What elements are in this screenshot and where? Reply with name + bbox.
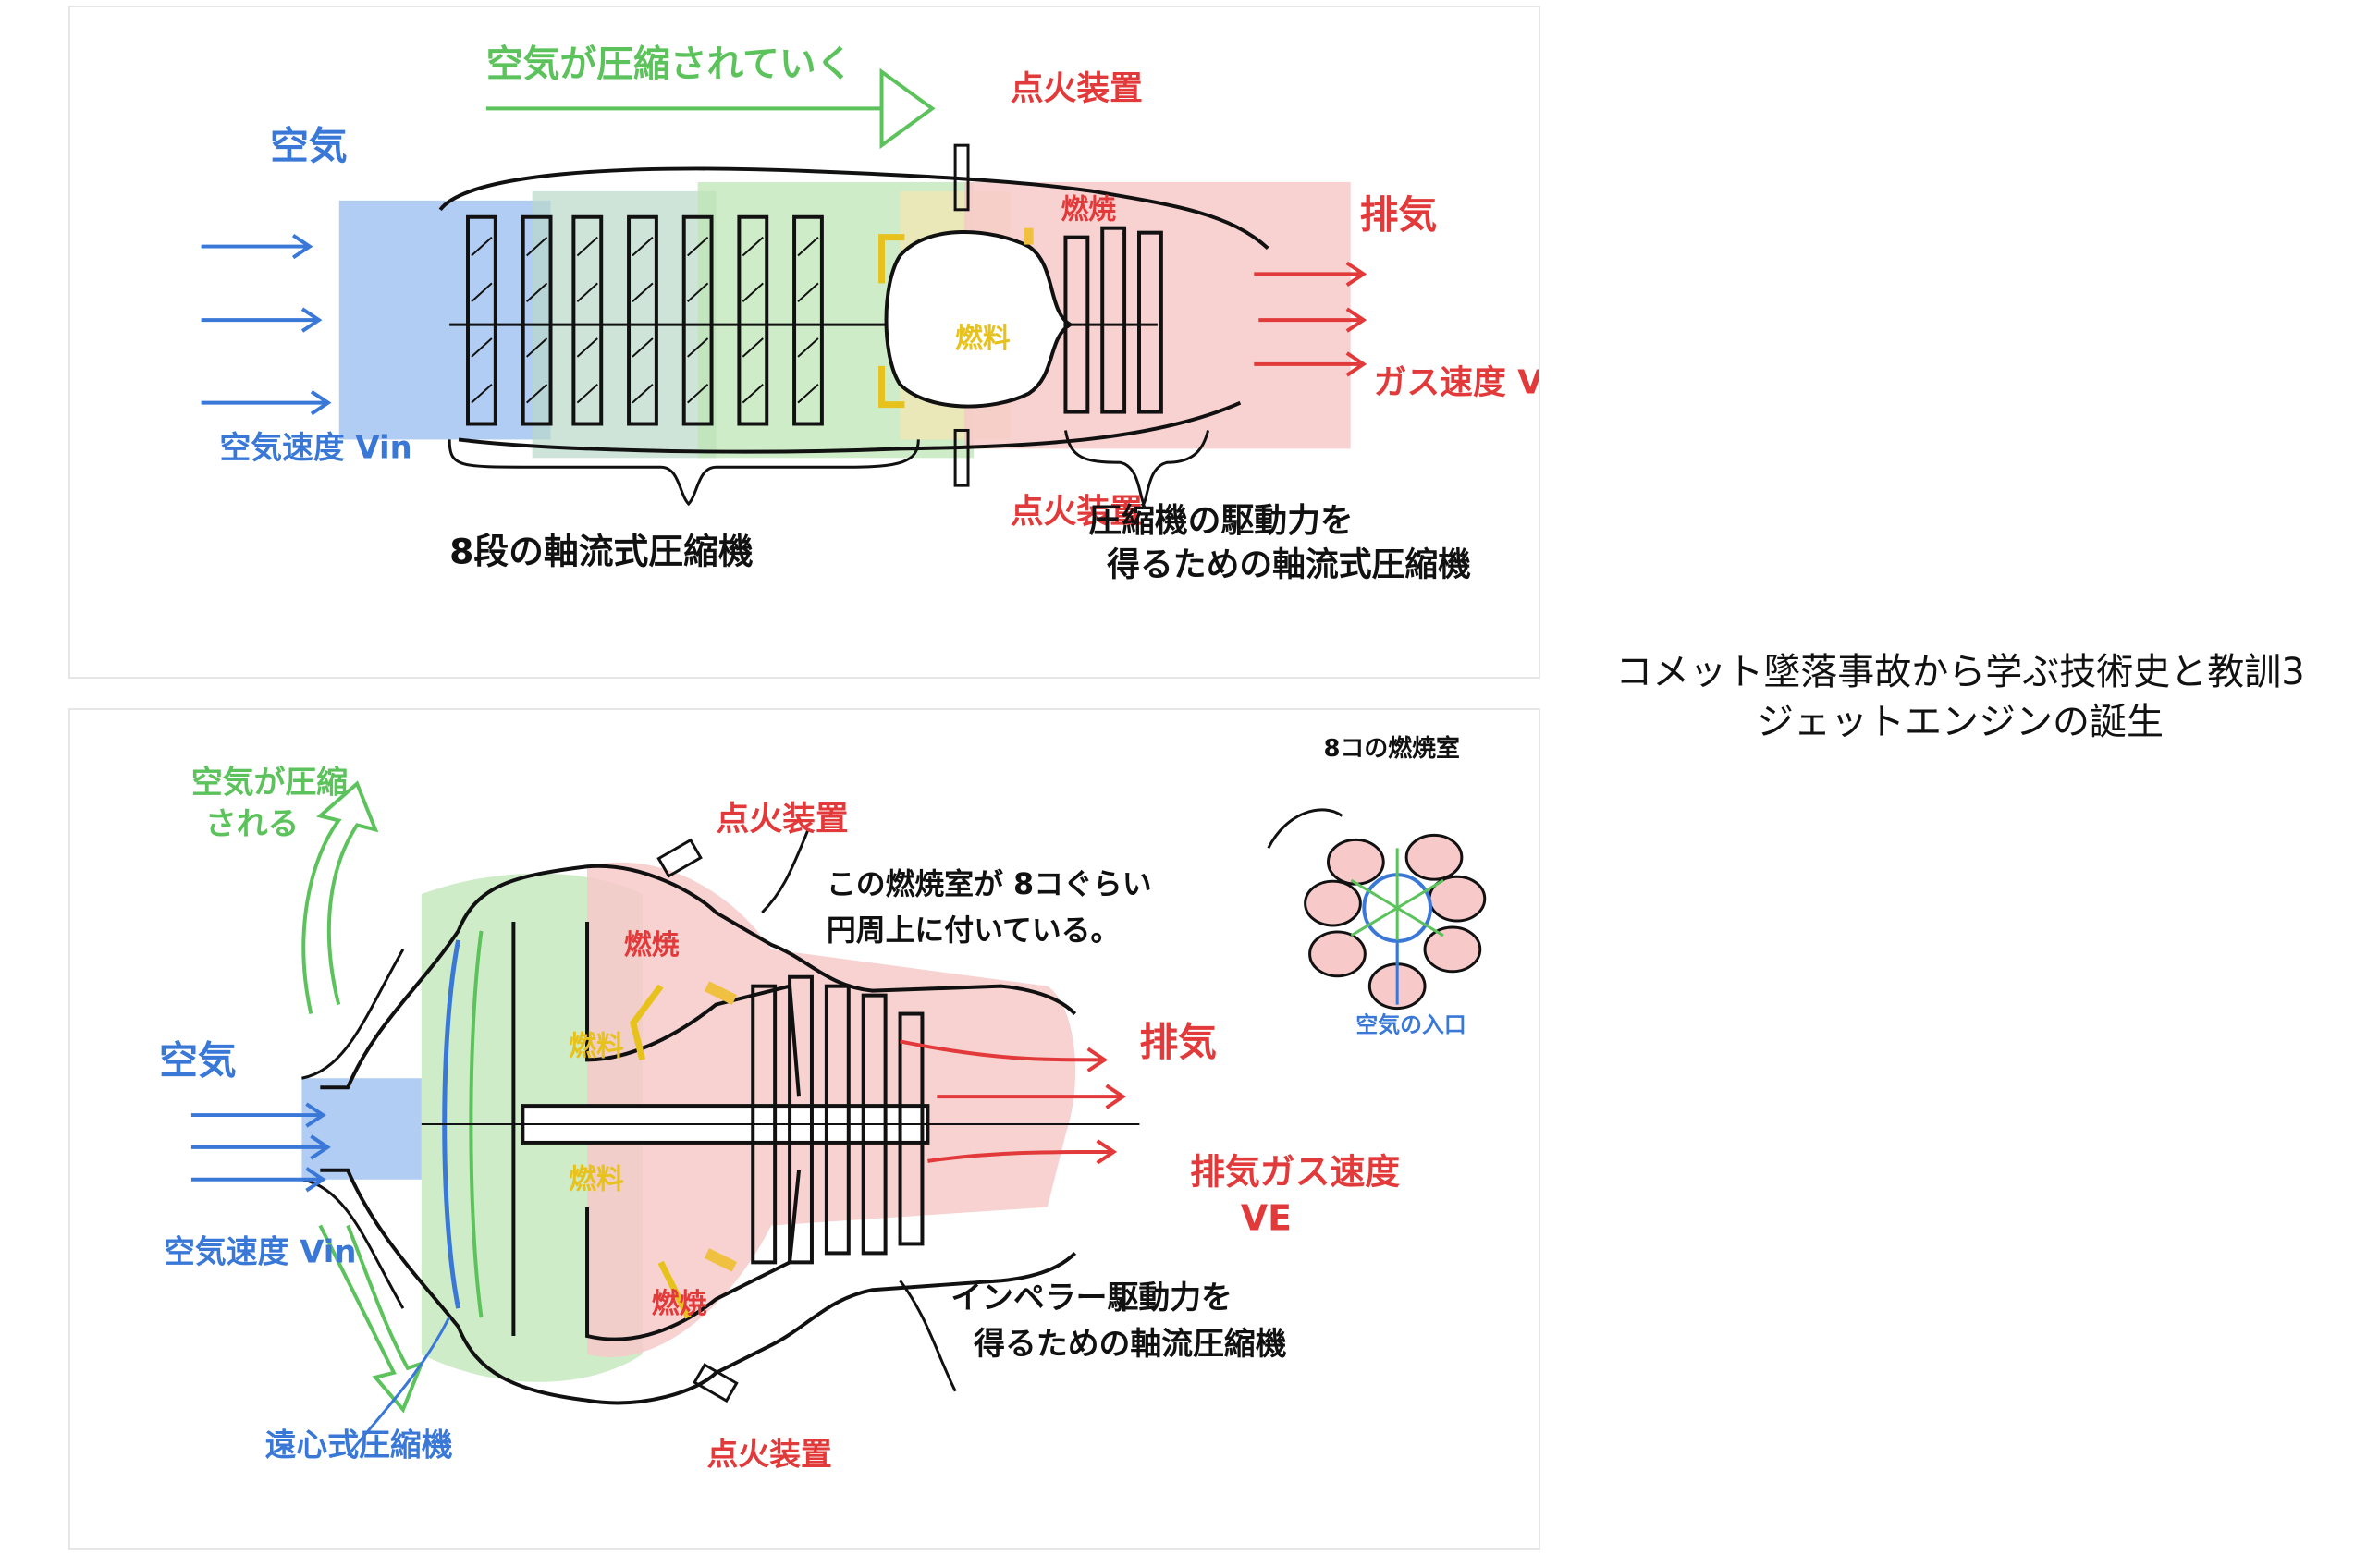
fuel-top-label: 燃料 [569,1030,624,1062]
compressor-hatching [471,236,819,404]
inlet-arrows [201,233,332,416]
caption: コメット墜落事故から学ぶ技術史と教訓3 ジェットエンジンの誕生 [1553,647,2367,747]
flame-top [704,981,738,1005]
exhaust-label: 排気 [1139,1019,1217,1064]
compression-arrow-up [301,780,379,1014]
centrifugal-label: 遠心式圧縮機 [265,1427,453,1463]
exhaust-speed-label: ガス速度 VE [1374,364,1539,402]
fuel-injector-bottom [657,1260,692,1319]
fuel-bottom-label: 燃料 [569,1164,624,1196]
centrifugal-leader [347,1317,451,1457]
chamber-note-line2: 円周上に付いている。 [827,913,1120,948]
air-speed-label: 空気速度 Vin [164,1233,356,1269]
combustion-bottom-label: 燃焼 [652,1288,707,1320]
fuel-injector-bottom [878,365,905,409]
casing-bottom [320,1168,1077,1405]
combustion-label: 燃焼 [1061,194,1116,227]
exhaust-speed-line2: VE [1241,1198,1292,1239]
exhaust-speed-line1: 排気ガス速度 [1190,1152,1400,1193]
inlet-arrows [190,1102,331,1193]
igniter-top [656,838,703,878]
impeller-note-leader [899,1280,957,1392]
fuel-injector-top [630,984,664,1061]
turbine-label-line2: 得るための軸流式圧縮機 [1107,546,1471,584]
caption-line2: ジェットエンジンの誕生 [1757,701,2164,743]
impeller-label-line2: 得るための軸流圧縮機 [973,1326,1287,1362]
flame-bottom [704,1248,738,1272]
turbine-brace [1063,430,1210,508]
combustor-bottom [585,1170,802,1341]
chamber-note-leader [761,828,810,914]
combustor-ring [1267,808,1487,1011]
exhaust-arrows [1254,261,1367,377]
compressor-stages [466,214,824,426]
compressor-brace [448,439,920,507]
impeller-label-line1: インペラー駆動力を [950,1280,1233,1316]
centrifugal-turbojet-diagram: 空気が圧縮 される 空気 空気速度 Vin 点火装置 この燃焼室が 8コぐらい … [68,708,1540,1550]
fuel-injector-top [878,234,905,284]
compression-arrow [485,67,936,150]
igniter-bottom [953,428,970,487]
axial-turbojet-diagram: 空気が圧縮されていく 点火装置 空気 空気速度 Vin 燃焼 燃料 排気 ガス速… [68,6,1540,679]
ring-title: 8コの燃焼室 [1324,734,1460,763]
igniter-top-label: 点火装置 [1011,69,1143,107]
igniter-bottom-label: 点火装置 [1011,493,1143,531]
igniter-top-label: 点火装置 [716,800,848,838]
caption-line1: コメット墜落事故から学ぶ技術史と教訓3 [1615,651,2305,693]
turbine-label-line1: 圧縮機の駆動力を [1088,502,1353,540]
air-inlet-wash [338,200,551,440]
igniter-bottom [693,1363,739,1403]
casing-top [320,864,1077,1090]
compression-label-line1: 空気が圧縮 [191,765,348,801]
compression-label-line2: される [205,805,300,841]
turbine-stages [1063,226,1163,414]
air-speed-label: 空気速度 Vin [219,429,411,465]
turbine-stages [751,974,925,1265]
ring-inlet-label: 空気の入口 [1355,1011,1466,1037]
air-label: 空気 [159,1037,237,1083]
compressor-label: 8段の軸流式圧縮機 [449,532,754,572]
casing-bottom [458,400,1242,454]
exhaust-label: 排気 [1360,192,1438,238]
combustor-top [585,921,802,1097]
inlet-lip-top [301,949,405,1080]
fuel-label: 燃料 [955,323,1011,355]
chamber-note-line1: この燃焼室が 8コぐらい [827,866,1152,901]
air-label: 空気 [270,123,347,168]
igniter-top [953,143,970,212]
exhaust-arrows [900,1039,1127,1165]
compression-arrow-down [318,1224,425,1414]
igniter-bottom-label: 点火装置 [706,1436,831,1472]
inlet-wash [301,1078,422,1180]
combustion-chamber [884,230,1074,409]
compression-arrow-label: 空気が圧縮されていく [486,43,852,86]
casing-top [438,166,1269,251]
combustion-top-label: 燃焼 [624,929,680,962]
